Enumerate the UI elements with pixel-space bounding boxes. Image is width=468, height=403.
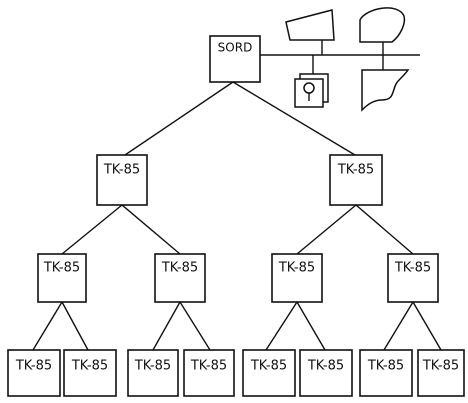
level2-node: TK-85 <box>388 254 438 302</box>
printer-paper-icon <box>362 70 408 110</box>
edge-l2-1-l3-2 <box>153 302 180 350</box>
edge-l1-0-l2-0 <box>62 205 122 254</box>
level2-node: TK-85 <box>272 254 322 302</box>
edge-l2-1-l3-3 <box>180 302 210 350</box>
level3-node: TK-85 <box>128 350 178 396</box>
edge-root-l1-1 <box>233 82 355 155</box>
level3-node: TK-85 <box>360 350 412 396</box>
keyboard-icon <box>286 10 334 40</box>
level1-node-label: TK-85 <box>103 163 140 178</box>
level3-node: TK-85 <box>418 350 464 396</box>
level1-node: TK-85 <box>330 155 382 205</box>
level3-node: TK-85 <box>184 350 234 396</box>
edge-l1-1-l2-3 <box>356 205 413 254</box>
level3-node: TK-85 <box>243 350 295 396</box>
edge-l1-0-l2-1 <box>122 205 180 254</box>
level3-node-label: TK-85 <box>422 359 459 374</box>
level3-node-label: TK-85 <box>307 359 344 374</box>
root-node-label: SORD <box>218 41 253 55</box>
level3-node-label: TK-85 <box>367 359 404 374</box>
edge-l2-3-l3-7 <box>413 302 441 350</box>
edge-l2-3-l3-6 <box>384 302 413 350</box>
level3-node-label: TK-85 <box>71 359 108 374</box>
level2-node-label: TK-85 <box>278 261 315 276</box>
level2-node-label: TK-85 <box>161 261 198 276</box>
root-node: SORD <box>210 36 260 82</box>
level3-node-label: TK-85 <box>134 359 171 374</box>
level2-node: TK-85 <box>155 254 205 302</box>
edge-l2-2-l3-4 <box>266 302 297 350</box>
level3-node-label: TK-85 <box>190 359 227 374</box>
edge-l1-1-l2-2 <box>297 205 356 254</box>
level2-node-label: TK-85 <box>43 261 80 276</box>
edge-l2-0-l3-1 <box>62 302 88 350</box>
level2-node: TK-85 <box>38 254 86 302</box>
edge-l2-2-l3-5 <box>297 302 325 350</box>
level3-node: TK-85 <box>8 350 60 396</box>
disk-drive-icon <box>295 74 328 107</box>
level1-node: TK-85 <box>97 155 147 205</box>
level3-node: TK-85 <box>300 350 352 396</box>
edge-l2-0-l3-0 <box>33 302 62 350</box>
level3-node: TK-85 <box>64 350 116 396</box>
level3-node-label: TK-85 <box>250 359 287 374</box>
level3-node-label: TK-85 <box>15 359 52 374</box>
level1-node-label: TK-85 <box>337 163 374 178</box>
display-icon <box>360 8 404 42</box>
edge-root-l1-0 <box>125 82 233 155</box>
level2-node-label: TK-85 <box>394 261 431 276</box>
